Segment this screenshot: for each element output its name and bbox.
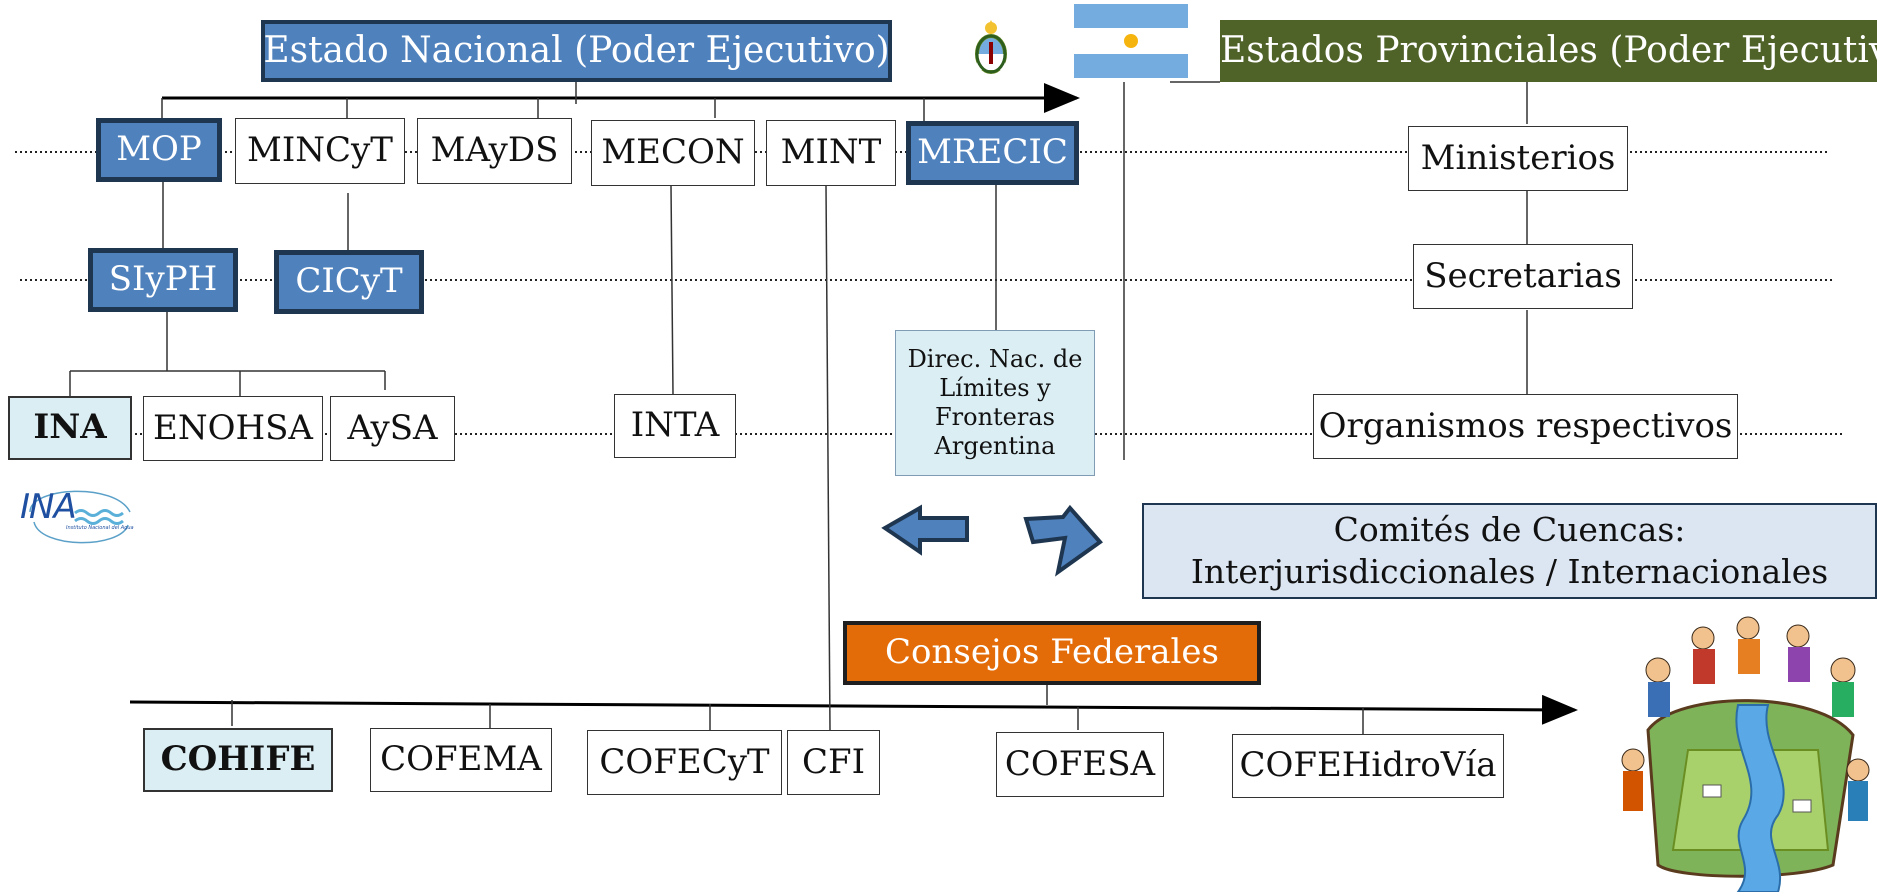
right-block-arrow bbox=[1023, 504, 1103, 577]
node-cfi: CFI bbox=[787, 730, 880, 795]
node-mrecic: MRECIC bbox=[906, 121, 1079, 185]
argentina-flag-icon bbox=[1074, 4, 1188, 78]
node-ministerios: Ministerios bbox=[1408, 126, 1628, 191]
node-comites-cuencas: Comités de Cuencas: Interjurisdiccionale… bbox=[1142, 503, 1877, 599]
node-cofehidrovia: COFEHidroVía bbox=[1232, 734, 1504, 798]
node-cofesa: COFESA bbox=[996, 732, 1164, 797]
coat-of-arms-icon bbox=[969, 18, 1013, 80]
left-block-arrow bbox=[881, 504, 969, 556]
ina-logo: INA Instituto Nacional del Agua bbox=[20, 477, 140, 552]
node-mint: MINT bbox=[766, 120, 896, 186]
node-inta: INTA bbox=[614, 394, 736, 458]
node-secretarias: Secretarias bbox=[1413, 244, 1633, 309]
node-cicyt: CICyT bbox=[274, 250, 424, 314]
national-title: Estado Nacional (Poder Ejecutivo) bbox=[261, 20, 892, 82]
node-enohsa: ENOHSA bbox=[143, 396, 323, 461]
federal-arrow bbox=[129, 694, 1578, 725]
node-organismos: Organismos respectivos bbox=[1313, 394, 1738, 459]
node-ina: INA bbox=[8, 396, 132, 460]
consejos-title: Consejos Federales bbox=[843, 621, 1261, 685]
node-cofecyt: COFECyT bbox=[587, 730, 782, 795]
node-cohife: COHIFE bbox=[143, 728, 333, 792]
node-mayds: MAyDS bbox=[417, 118, 572, 184]
provincial-title: Estados Provinciales (Poder Ejecutivo) bbox=[1220, 20, 1877, 82]
comites-line-1: Comités de Cuencas: bbox=[1333, 509, 1686, 549]
ina-logo-caption: Instituto Nacional del Agua bbox=[66, 525, 134, 531]
community-illustration bbox=[1618, 610, 1873, 892]
node-mop: MOP bbox=[96, 118, 222, 182]
node-mecon: MECON bbox=[591, 120, 755, 186]
node-aysa: AySA bbox=[330, 396, 455, 461]
comites-line-2: Interjurisdiccionales / Internacionales bbox=[1190, 552, 1829, 591]
node-direccion-limites: Direc. Nac. de Límites y Fronteras Argen… bbox=[895, 330, 1095, 476]
ina-logo-text: INA bbox=[20, 487, 77, 527]
node-cofema: COFEMA bbox=[370, 728, 552, 792]
node-mincyt: MINCyT bbox=[235, 118, 405, 184]
node-siyph: SIyPH bbox=[88, 248, 238, 312]
